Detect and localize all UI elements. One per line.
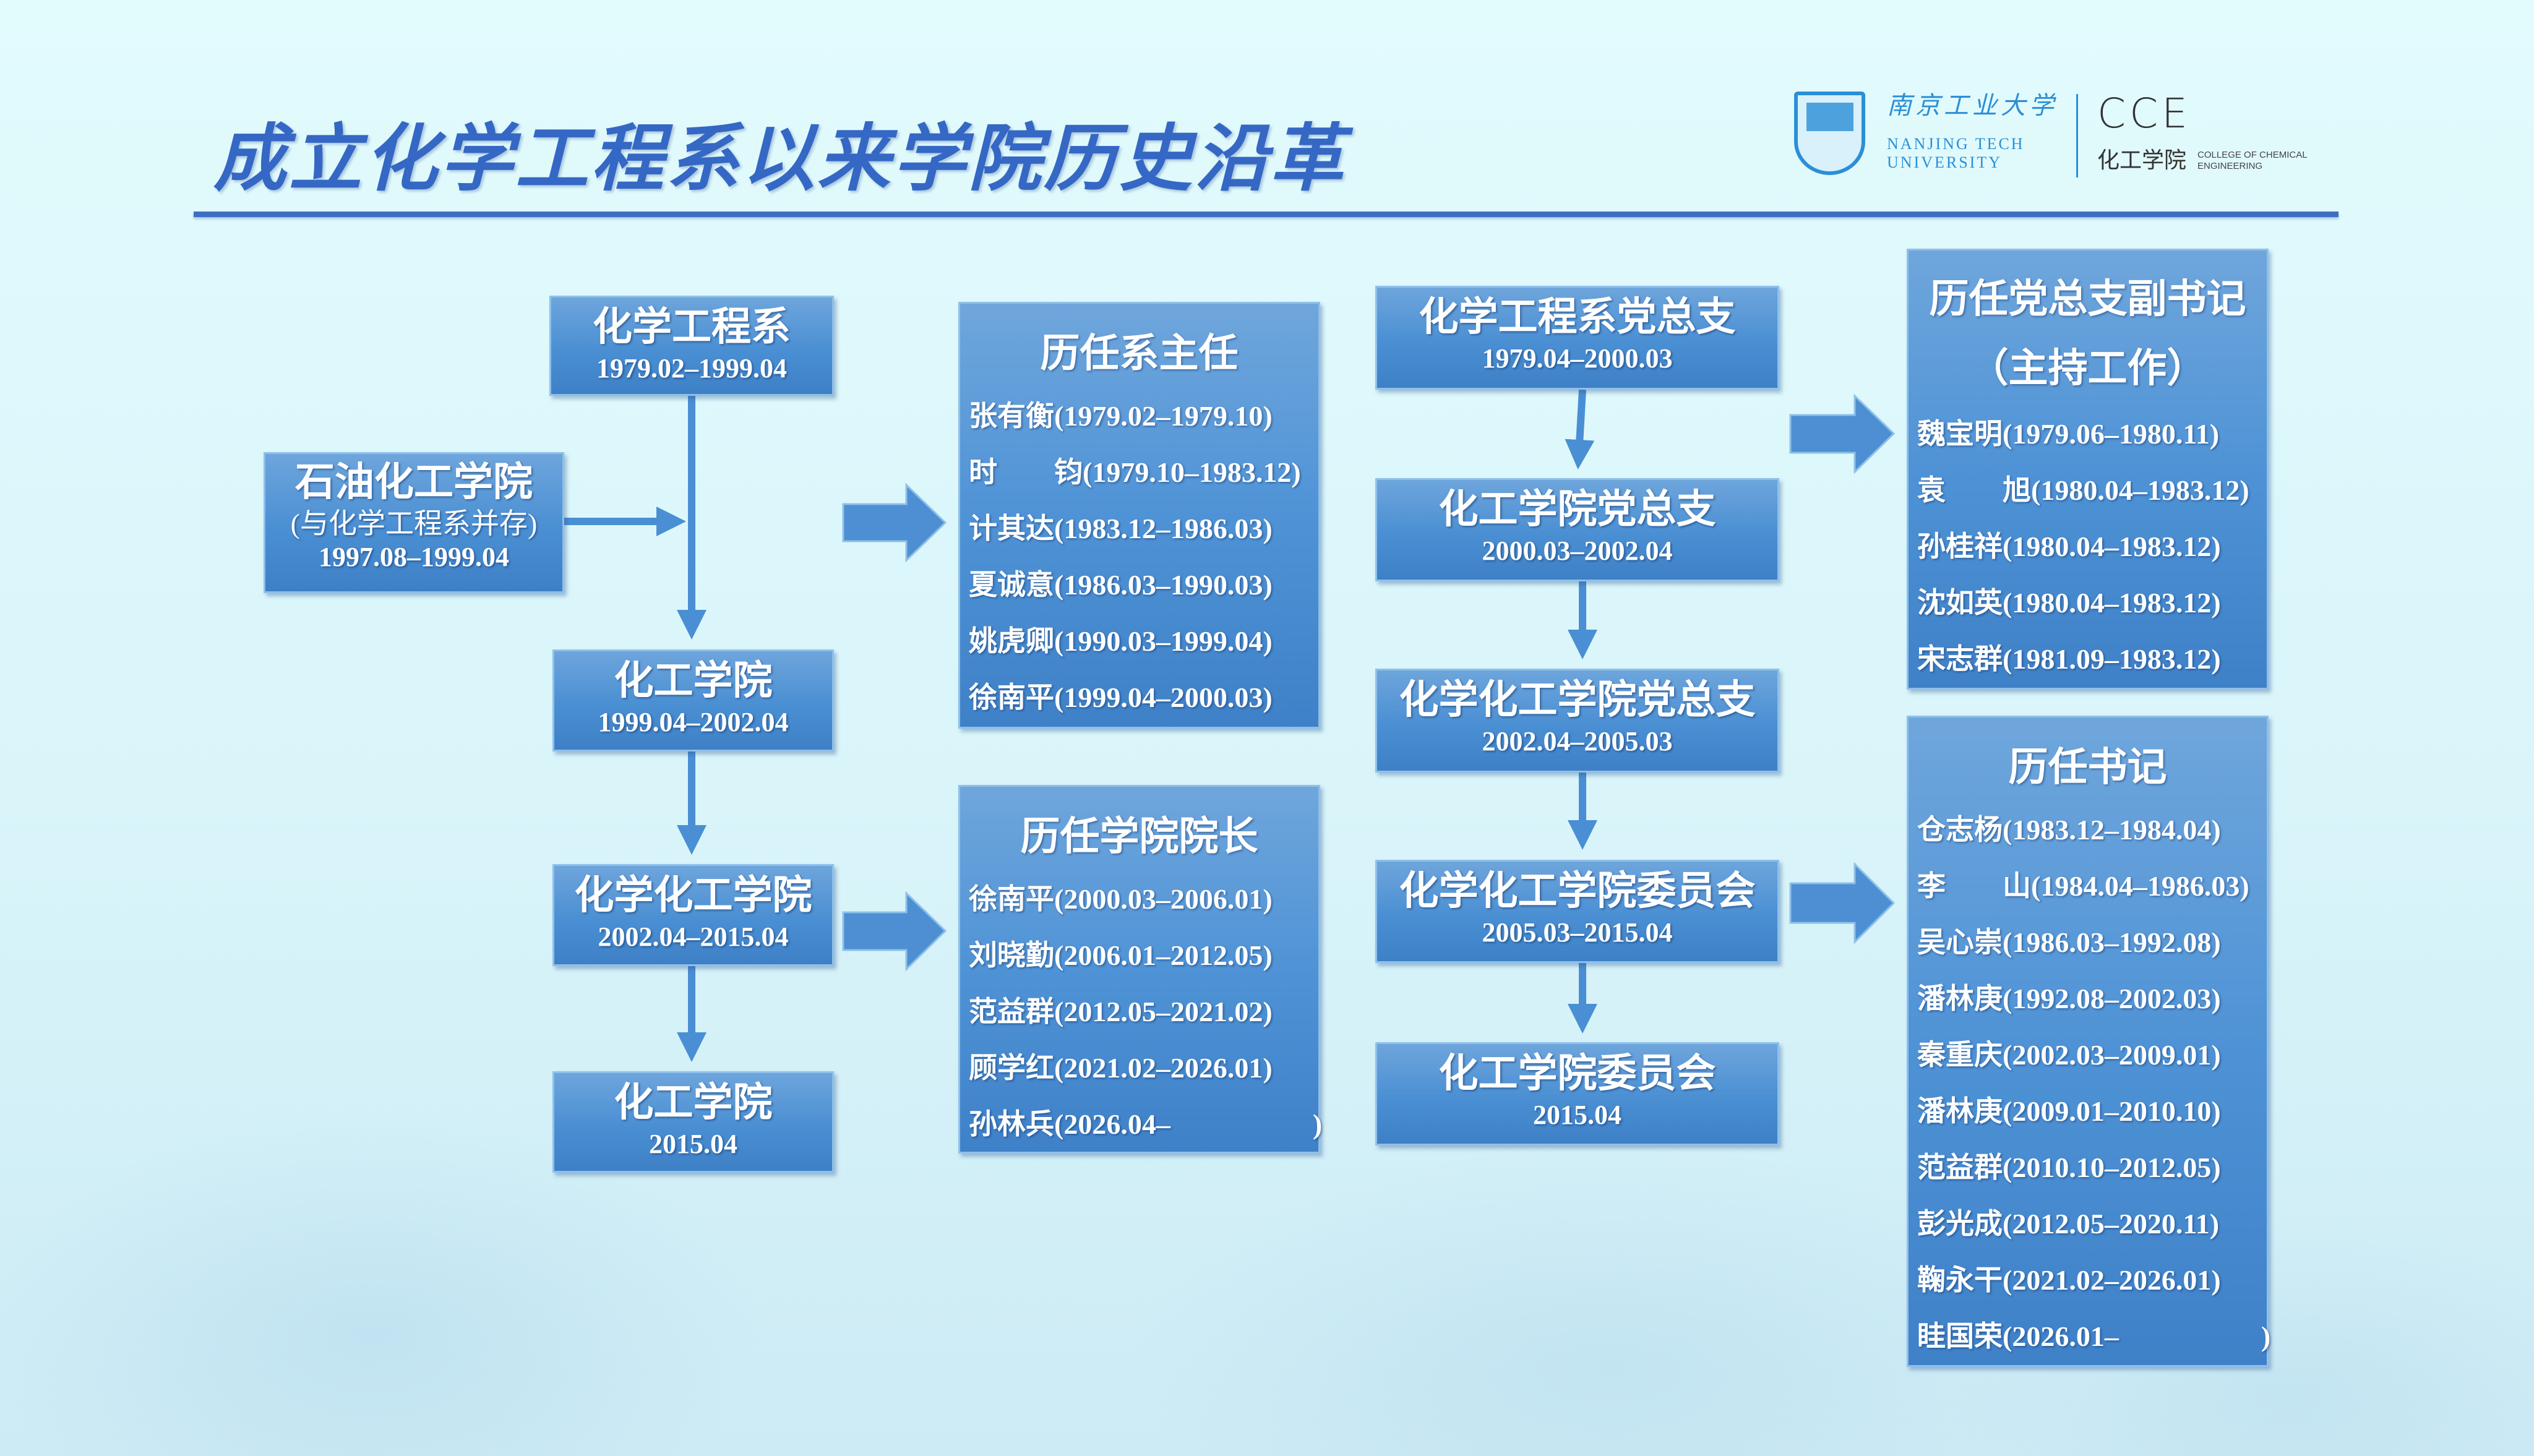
list-item: 张有衡(1979.02–1979.10)	[969, 400, 1273, 432]
list-item: 沈如英(1980.04–1983.12)	[1917, 587, 2221, 619]
deputy-secretaries-list: 历任党总支副书记 （主持工作） 魏宝明(1979.06–1980.11) 袁 旭(19…	[1907, 249, 2269, 690]
arrow-party-1	[1565, 389, 1595, 469]
block-arrow-dept-heads	[842, 482, 947, 563]
list-item: 孙林兵(2026.04– )	[969, 1108, 1323, 1140]
list-item: 范益群(2012.05–2021.02)	[969, 996, 1273, 1027]
list-item: 刘晓勤(2006.01–2012.05)	[969, 940, 1273, 971]
list-item: 孙桂祥(1980.04–1983.12)	[1917, 531, 2221, 562]
list-title: 历任党总支副书记	[1929, 277, 2246, 321]
list-item: 魏宝明(1979.06–1980.11)	[1917, 418, 2220, 450]
list-item: 宋志群(1981.09–1983.12)	[1917, 643, 2221, 675]
node-petrochem-college: 石油化工学院(与化学工程系并存)1997.08–1999.04	[264, 452, 564, 593]
list-item: 彭光成(2012.05–2020.11)	[1917, 1208, 2220, 1240]
university-emblem-icon	[1794, 92, 1865, 175]
block-arrow-deputy-secretaries	[1789, 393, 1896, 474]
list-item: 吴心崇(1986.03–1992.08)	[1917, 927, 2221, 958]
college-logo-mark: CCE	[2097, 90, 2191, 137]
secretaries-list: 历任书记仓志杨(1983.12–1984.04) 李 山(1984.04–1986…	[1907, 716, 2271, 1367]
list-item: 时 钧(1979.10–1983.12)	[969, 456, 1301, 488]
list-item: 徐南平(2000.03–2006.01)	[969, 883, 1273, 915]
logo-divider	[2076, 94, 2078, 178]
deans-list: 历任学院院长徐南平(2000.03–2006.01) 刘晓勤(2006.01–20…	[958, 785, 1323, 1154]
list-item: 眭国荣(2026.01– )	[1917, 1321, 2271, 1352]
list-item: 计其达(1983.12–1986.03)	[969, 513, 1273, 544]
list-title: 历任学院院长	[1020, 815, 1258, 859]
dept-heads-list: 历任系主任张有衡(1979.02–1979.10) 时 钧(1979.10–198…	[958, 302, 1320, 729]
list-title: 历任系主任	[1040, 332, 1239, 375]
list-item: 姚虎卿(1990.03–1999.04)	[969, 625, 1273, 657]
list-item: 夏诚意(1986.03–1990.03)	[969, 569, 1273, 601]
list-item: 仓志杨(1983.12–1984.04)	[1917, 814, 2221, 846]
list-item: 范益群(2010.10–2012.05)	[1917, 1152, 2221, 1183]
page-title: 成立化学工程系以来学院历史沿革	[213, 118, 1346, 200]
list-item: 潘林庚(2009.01–2010.10)	[1917, 1095, 2221, 1127]
list-item: 袁 旭(1980.04–1983.12)	[1917, 474, 2249, 506]
list-item: 潘林庚(1992.08–2002.03)	[1917, 983, 2221, 1014]
block-arrow-deans	[842, 891, 947, 972]
list-item: 顾学红(2021.02–2026.01)	[969, 1052, 1273, 1084]
title-underline	[194, 212, 2339, 217]
block-arrow-secretaries	[1789, 862, 1896, 944]
list-subtitle: （主持工作）	[1969, 346, 2207, 390]
list-title: 历任书记	[2008, 745, 2167, 789]
list-item: 李 山(1984.04–1986.03)	[1917, 870, 2249, 902]
list-item: 徐南平(1999.04–2000.03)	[969, 682, 1273, 713]
list-item: 秦重庆(2002.03–2009.01)	[1917, 1039, 2221, 1071]
university-name-cn: 南京工业大学	[1887, 92, 2058, 120]
list-item: 鞠永干(2021.02–2026.01)	[1917, 1264, 2221, 1296]
college-name-cn: 化工学院	[2097, 148, 2187, 173]
